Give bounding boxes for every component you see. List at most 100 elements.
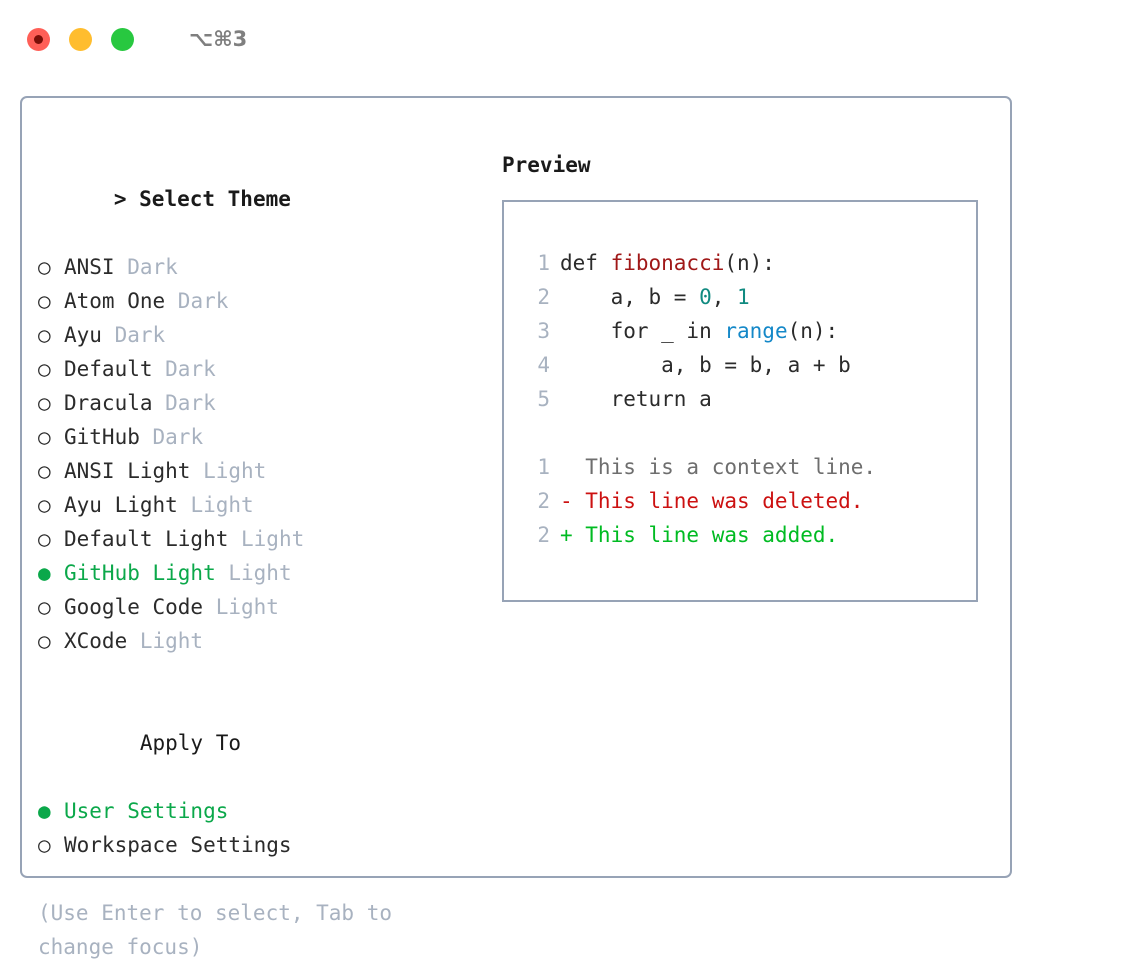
theme-option-label: Dracula — [64, 391, 166, 415]
code-token-func: fibonacci — [610, 251, 725, 275]
code-token-plain: a, b = b, a + b — [560, 353, 851, 377]
theme-option-ansi-light[interactable]: ○ ANSI Light Light — [38, 454, 478, 488]
theme-option-github-light[interactable]: ● GitHub Light Light — [38, 556, 478, 590]
code-token-plain: , — [711, 285, 738, 309]
theme-variant-badge: Dark — [165, 391, 216, 415]
code-token-num: 0 — [699, 285, 712, 309]
apply-to-list: ● User Settings○ Workspace Settings — [38, 794, 478, 862]
apply-to-option-label: User Settings — [64, 799, 229, 823]
code-token-plain: (n): — [724, 251, 775, 275]
theme-variant-badge: Light — [228, 561, 292, 585]
code-token-plain: def — [560, 251, 611, 275]
radio-selected-icon: ● — [38, 561, 64, 585]
theme-variant-badge: Dark — [177, 289, 229, 313]
theme-option-default-light[interactable]: ○ Default Light Light — [38, 522, 478, 556]
apply-to-option-workspace-settings[interactable]: ○ Workspace Settings — [38, 828, 478, 862]
diff-line-number: 2 — [537, 489, 550, 513]
theme-option-ansi[interactable]: ○ ANSI Dark — [38, 250, 478, 284]
theme-picker-pane: > Select Theme ○ ANSI Dark○ Atom One Dar… — [38, 148, 478, 964]
diff-line-deleted: 2- This line was deleted. — [504, 484, 976, 518]
diff-line-context: 1 This is a context line. — [504, 450, 976, 484]
diff-line-added: 2 + This line was added. — [504, 518, 976, 552]
code-token-plain: for _ in — [560, 319, 725, 343]
diff-line-number: 1 — [537, 455, 550, 479]
radio-unselected-icon: ○ — [38, 289, 64, 313]
apply-to-option-label: Workspace Settings — [64, 833, 292, 857]
apply-to-header: Apply To — [38, 692, 478, 794]
radio-unselected-icon: ○ — [38, 629, 64, 653]
code-line: 1 def fibonacci(n): — [504, 246, 976, 280]
code-line-number: 5 — [537, 387, 550, 411]
theme-option-label: ANSI Light — [64, 459, 204, 483]
code-line: 5 return a — [504, 382, 976, 416]
radio-unselected-icon: ○ — [38, 425, 64, 449]
keyboard-shortcut-label: ⌥⌘3 — [189, 27, 248, 51]
radio-unselected-icon: ○ — [38, 255, 64, 279]
minimize-button[interactable] — [69, 27, 92, 51]
theme-option-label: Default Light — [64, 527, 242, 551]
code-line-number: 4 — [537, 353, 550, 377]
code-line: 2 a, b = 0, 1 — [504, 280, 976, 314]
theme-option-label: GitHub Light — [64, 561, 229, 585]
diff-line-text: This is a context line. — [560, 455, 877, 479]
theme-option-github[interactable]: ○ GitHub Dark — [38, 420, 478, 454]
code-line-number: 2 — [537, 285, 550, 309]
theme-option-label: XCode — [64, 629, 140, 653]
close-button[interactable] — [27, 27, 50, 51]
diff-line-number: 2 — [537, 523, 550, 547]
theme-option-dracula[interactable]: ○ Dracula Dark — [38, 386, 478, 420]
apply-to-title: Apply To — [139, 731, 242, 755]
code-line-number: 1 — [537, 251, 550, 275]
theme-variant-badge: Light — [203, 459, 267, 483]
prompt-marker: > — [113, 187, 140, 211]
theme-variant-badge: Light — [241, 527, 305, 551]
theme-option-label: GitHub — [64, 425, 153, 449]
theme-option-label: Ayu — [64, 323, 115, 347]
radio-unselected-icon: ○ — [38, 493, 64, 517]
code-token-plain: (n): — [787, 319, 839, 343]
preview-title: Preview — [502, 153, 591, 177]
radio-selected-icon: ● — [38, 799, 64, 823]
theme-option-label: ANSI — [64, 255, 128, 279]
keyboard-hint: (Use Enter to select, Tab to change focu… — [38, 901, 405, 959]
radio-unselected-icon: ○ — [38, 459, 64, 483]
title-bar: ⌥⌘3 — [0, 0, 1140, 78]
theme-option-google-code[interactable]: ○ Google Code Light — [38, 590, 478, 624]
theme-option-label: Atom One — [64, 289, 178, 313]
radio-unselected-icon: ○ — [38, 357, 64, 381]
maximize-button[interactable] — [111, 27, 134, 51]
theme-variant-badge: Dark — [152, 425, 204, 449]
theme-option-atom-one[interactable]: ○ Atom One Dark — [38, 284, 478, 318]
radio-unselected-icon: ○ — [38, 833, 64, 857]
apply-to-option-user-settings[interactable]: ● User Settings — [38, 794, 478, 828]
code-line: 3 for _ in range(n): — [504, 314, 976, 348]
theme-variant-badge: Dark — [127, 255, 178, 279]
code-token-plain: return a — [560, 387, 712, 411]
theme-option-xcode[interactable]: ○ XCode Light — [38, 624, 478, 658]
radio-unselected-icon: ○ — [38, 323, 64, 347]
theme-variant-badge: Dark — [165, 357, 216, 381]
theme-option-label: Google Code — [64, 595, 216, 619]
theme-variant-badge: Light — [215, 595, 279, 619]
theme-list: ○ ANSI Dark○ Atom One Dark○ Ayu Dark○ De… — [38, 250, 478, 658]
radio-unselected-icon: ○ — [38, 595, 64, 619]
theme-option-default[interactable]: ○ Default Dark — [38, 352, 478, 386]
theme-variant-badge: Light — [190, 493, 254, 517]
theme-option-label: Default — [64, 357, 166, 381]
theme-option-ayu-light[interactable]: ○ Ayu Light Light — [38, 488, 478, 522]
code-line: 4 a, b = b, a + b — [504, 348, 976, 382]
diff-line-text: + This line was added. — [560, 523, 839, 547]
radio-unselected-icon: ○ — [38, 527, 64, 551]
code-token-num: 1 — [737, 285, 750, 309]
select-theme-title: Select Theme — [139, 187, 291, 211]
diff-sample: 1 This is a context line.2- This line wa… — [504, 450, 976, 552]
main-window: > Select Theme ○ ANSI Dark○ Atom One Dar… — [20, 96, 1012, 959]
code-line-number: 3 — [537, 319, 550, 343]
select-theme-header: > Select Theme — [38, 148, 478, 250]
theme-option-label: Ayu Light — [64, 493, 191, 517]
theme-option-ayu[interactable]: ○ Ayu Dark — [38, 318, 478, 352]
theme-variant-badge: Light — [139, 629, 204, 653]
code-token-call: range — [724, 319, 788, 343]
